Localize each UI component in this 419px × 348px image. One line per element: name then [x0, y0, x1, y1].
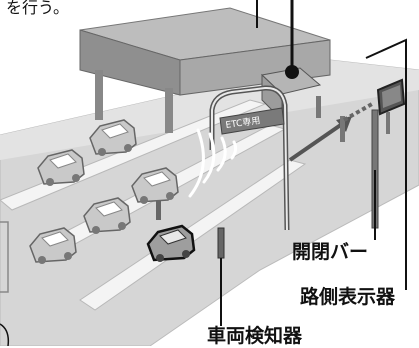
booth-pillar	[165, 88, 173, 133]
car-icon	[29, 227, 77, 264]
vehicle-detector-post	[156, 198, 161, 220]
corner-fragment	[0, 323, 10, 346]
leader-line	[365, 38, 407, 290]
car-icon	[131, 167, 179, 204]
etc-sign-board	[219, 107, 285, 135]
side-panel-fragment	[0, 221, 9, 293]
vehicle-detector-label: 車両検知器	[207, 325, 303, 347]
roadside-display-unit	[376, 78, 406, 134]
vehicle-detector-post	[217, 227, 225, 259]
highlighted-car-icon	[146, 224, 196, 262]
car-icon	[37, 149, 85, 186]
booth-pillar	[95, 70, 103, 120]
antenna-marker	[285, 65, 299, 79]
car-icon	[89, 119, 137, 156]
top-text-fragment: を行う。	[6, 0, 70, 17]
opening-bar-label: 開閉バー	[292, 241, 369, 263]
signal-waves	[188, 128, 238, 198]
roadside-display-label: 路側表示器	[300, 286, 396, 308]
car-icon	[83, 197, 131, 234]
